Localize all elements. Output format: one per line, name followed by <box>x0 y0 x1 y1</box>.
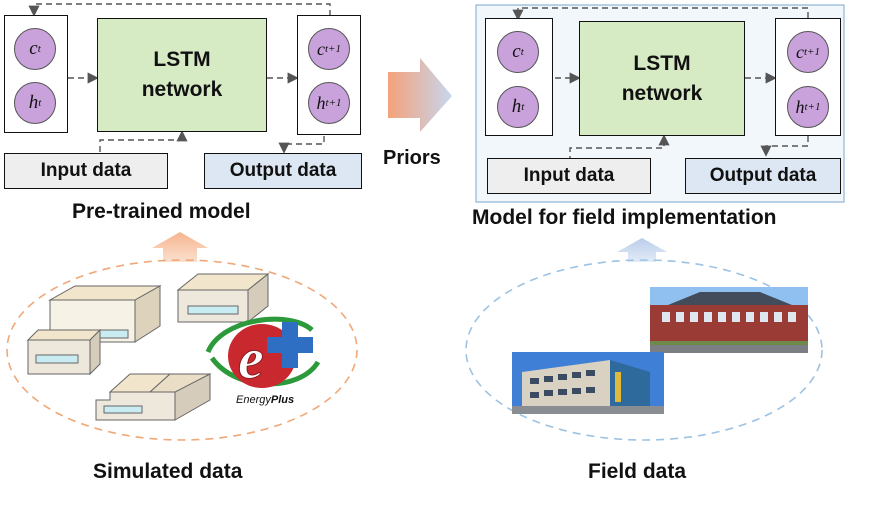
svg-text:e: e <box>238 326 264 391</box>
priors-arrow <box>388 58 452 132</box>
input-data-label: Input data <box>40 160 132 181</box>
time-subscript: t <box>37 43 41 55</box>
cell-state-symbol: c <box>512 41 521 62</box>
time-subscript: t <box>520 46 524 58</box>
up-arrow-field <box>617 238 667 262</box>
time-subscript: t+1 <box>804 101 821 113</box>
lstm-label-line1: LSTM <box>153 48 211 71</box>
hidden-state-symbol: h <box>316 92 326 113</box>
energyplus-logo: e <box>205 316 321 392</box>
lstm-label-line2: network <box>621 81 703 105</box>
right-input-data-box: Input data <box>487 158 651 194</box>
time-subscript: t <box>38 97 42 109</box>
field-photo-office <box>512 352 664 414</box>
hidden-state-symbol: h <box>795 96 805 117</box>
output-data-label: Output data <box>229 160 337 181</box>
field-data-caption: Field data <box>588 460 687 483</box>
right-lstm-network-box: LSTM network <box>579 21 745 136</box>
left-connectors <box>28 3 331 154</box>
left-output-data-box: Output data <box>204 153 362 189</box>
cell-state-symbol: c <box>317 38 325 59</box>
field-ellipse <box>465 259 823 441</box>
up-arrow-simulated <box>152 232 208 262</box>
right-connectors <box>512 7 809 162</box>
time-subscript: t+1 <box>325 97 342 109</box>
hidden-state-symbol: h <box>511 96 522 117</box>
lstm-label-line2: network <box>141 78 223 101</box>
field-model-caption: Model for field implementation <box>472 206 777 229</box>
time-subscript: t+1 <box>804 46 820 58</box>
left-input-data-box: Input data <box>4 153 168 189</box>
field-photo-campus <box>650 287 808 353</box>
lstm-label-line1: LSTM <box>633 51 691 75</box>
right-output-data-box: Output data <box>685 158 841 194</box>
pre-trained-model-caption: Pre-trained model <box>72 200 251 223</box>
input-data-label: Input data <box>523 165 615 186</box>
energyplus-word-energy: Energy <box>236 394 271 406</box>
energyplus-wordmark: EnergyPlus <box>236 394 294 406</box>
time-subscript: t+1 <box>325 43 341 55</box>
priors-label: Priors <box>383 147 441 169</box>
hidden-state-symbol: h <box>28 92 39 113</box>
cell-state-symbol: c <box>796 41 804 62</box>
time-subscript: t <box>521 101 525 113</box>
simulated-ellipse <box>6 259 358 441</box>
cell-state-symbol: c <box>29 38 38 59</box>
simulated-buildings <box>26 272 270 421</box>
output-data-label: Output data <box>709 165 817 186</box>
simulated-data-caption: Simulated data <box>93 460 243 483</box>
left-lstm-network-box: LSTM network <box>97 18 267 132</box>
energyplus-word-plus: Plus <box>270 394 295 406</box>
